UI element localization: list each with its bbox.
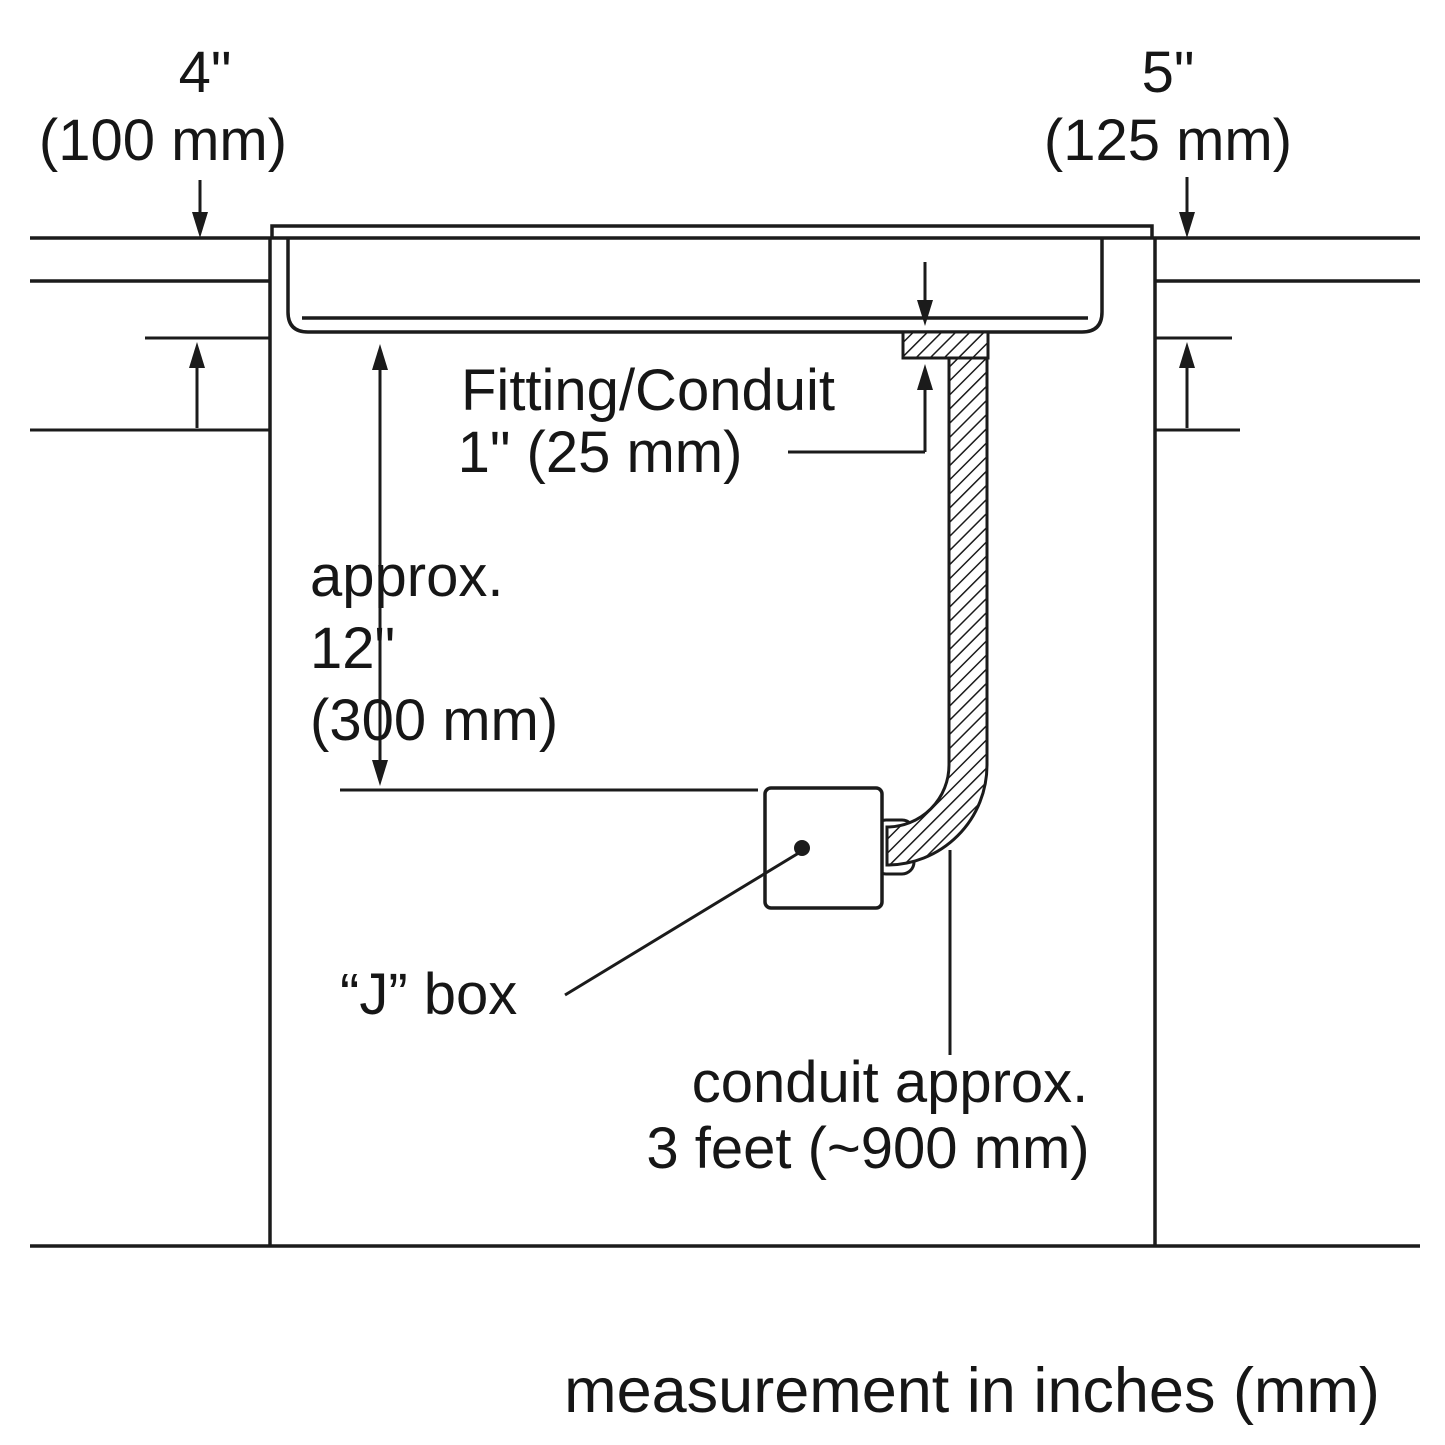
cooktop — [270, 224, 1154, 334]
footer-note: measurement in inches (mm) — [564, 1356, 1380, 1426]
dim-5in-value: 5" — [1142, 40, 1195, 105]
dim-12in-line1: approx. — [310, 544, 503, 609]
dim-4in-value: 4" — [179, 40, 232, 105]
leader-lines — [564, 840, 952, 1055]
dim-12in-line2: 12" — [310, 616, 395, 681]
flexible-conduit — [885, 356, 989, 867]
jbox-leader-line — [564, 849, 803, 997]
arrow-fitting-down-head — [917, 300, 933, 326]
arrow-fitting-up-head — [917, 364, 933, 390]
jbox-leader-dot — [794, 840, 810, 856]
junction-box — [763, 786, 884, 910]
arrow-12in-up-head — [372, 344, 388, 370]
jbox-label: “J” box — [340, 962, 517, 1027]
conduit-label-line2: 3 feet (~900 mm) — [646, 1116, 1089, 1181]
arrow-left-ref-head — [189, 342, 205, 368]
dimension-arrows — [189, 177, 1195, 786]
countertop-and-cabinet — [30, 236, 1420, 1248]
arrow-5in-head — [1179, 212, 1195, 238]
conduit-label-line1: conduit approx. — [692, 1050, 1089, 1115]
arrow-4in-head — [192, 212, 208, 238]
dim-4in-metric: (100 mm) — [39, 108, 287, 173]
fitting-label-line1: Fitting/Conduit — [461, 358, 835, 423]
conduit-fitting — [901, 330, 990, 360]
reference-lines — [30, 336, 1240, 792]
dim-5in-metric: (125 mm) — [1044, 108, 1292, 173]
arrow-right-ref-head — [1179, 342, 1195, 368]
dim-12in-line3: (300 mm) — [310, 688, 558, 753]
fitting-label-line2: 1" (25 mm) — [458, 420, 743, 485]
arrow-12in-down-head — [372, 760, 388, 786]
cooktop-tub — [286, 238, 1104, 334]
cooktop-flange — [270, 224, 1154, 238]
